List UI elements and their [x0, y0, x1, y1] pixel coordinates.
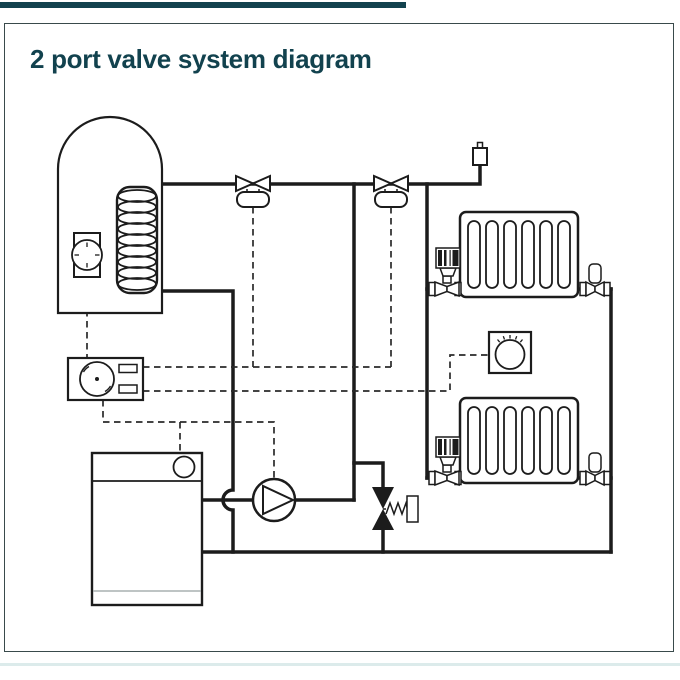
page-title: 2 port valve system diagram — [30, 44, 372, 74]
room-thermostat-wire — [143, 354, 489, 392]
cylinder-body — [56, 115, 164, 315]
top-accent-bar — [0, 2, 406, 8]
bottom-accent-strip — [0, 663, 680, 666]
programmer-icon — [66, 356, 145, 402]
lockshield-valve-2-icon — [579, 452, 611, 487]
wiring — [86, 207, 489, 478]
pump-icon — [251, 477, 297, 523]
radiator-2-icon — [458, 396, 580, 485]
trv-2-icon — [428, 436, 462, 487]
hot-water-cylinder — [56, 115, 164, 315]
motorised-valve-hw-icon — [235, 174, 271, 208]
bypass-valve-icon — [372, 487, 419, 530]
room-thermostat-icon — [487, 330, 533, 375]
pipework — [148, 161, 613, 554]
trv-1-icon — [428, 247, 462, 298]
heating-coil-icon — [115, 185, 159, 295]
power-supply-icon — [472, 141, 488, 166]
radiator-1-icon — [458, 210, 580, 299]
boiler-icon — [90, 451, 204, 607]
bypass-feed-pipe — [352, 461, 385, 491]
lockshield-valve-1-icon — [579, 263, 611, 298]
flow-manifold-pipe — [148, 161, 482, 186]
motorised-valve-ch-icon — [373, 174, 409, 208]
pump-wire — [102, 400, 275, 478]
cylinder-thermostat-icon — [71, 232, 103, 278]
